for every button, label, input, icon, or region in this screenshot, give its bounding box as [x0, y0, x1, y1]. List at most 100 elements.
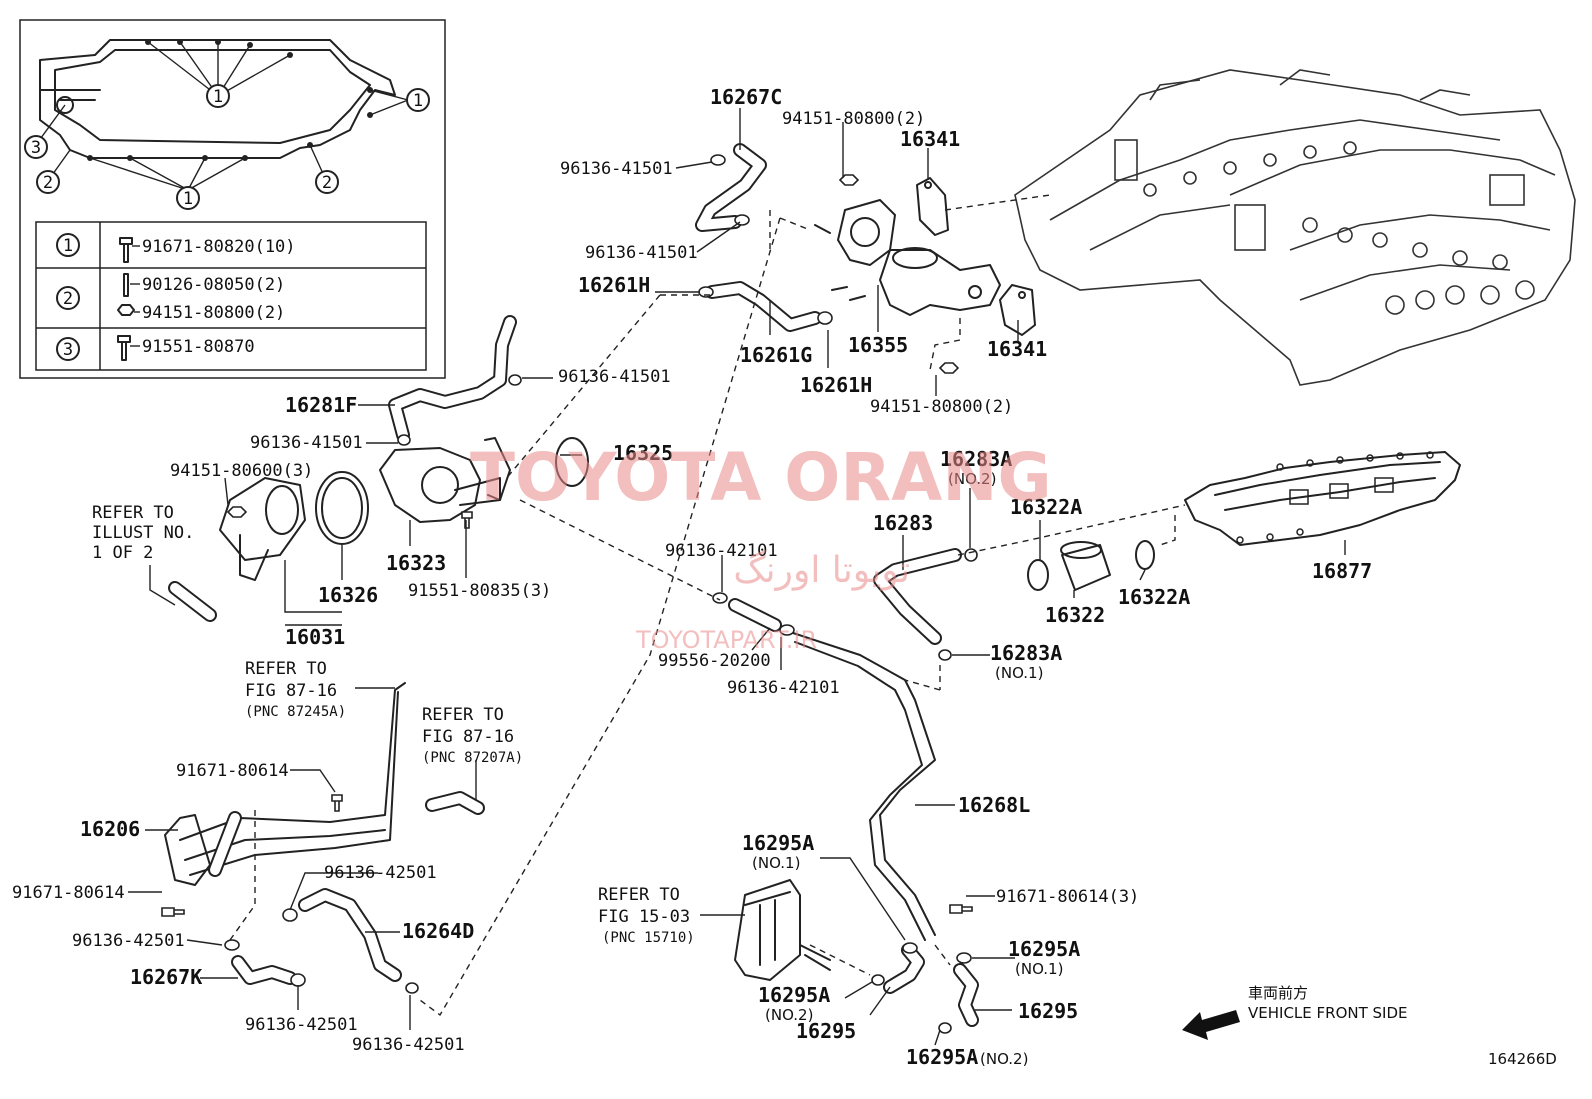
- watermark-brand: TOYOTA ORANG: [470, 439, 1052, 516]
- part-labels: 16267C 94151-80800(2) 16341 96136-41501 …: [12, 85, 1372, 1069]
- label-16877: 16877: [1312, 559, 1372, 583]
- label-96136-42501-d: 96136-42501: [352, 1035, 465, 1055]
- refer-fig-15-03-line1: REFER TO: [598, 885, 680, 905]
- label-16322A-b: 16322A: [1118, 585, 1190, 609]
- label-16261H-a: 16261H: [578, 273, 650, 297]
- label-16283A-no2-sub: (NO.2): [948, 470, 996, 488]
- gasket-16341-top: [916, 177, 949, 236]
- label-16295A-no2-bottom: 16295A: [906, 1045, 978, 1069]
- legend-part-91551-80870: 91551-80870: [142, 337, 255, 357]
- label-96136-42101-b: 96136-42101: [727, 678, 840, 698]
- label-96136-41501-d: 96136-41501: [250, 433, 363, 453]
- svg-text:2: 2: [322, 173, 332, 193]
- refer-fig-87-16-a-line1: REFER TO: [245, 659, 327, 679]
- label-99556-20200: 99556-20200: [658, 651, 771, 671]
- label-96136-41501-c: 96136-41501: [558, 367, 671, 387]
- oil-pan-16877-illustration: [1184, 451, 1461, 546]
- svg-text:3: 3: [63, 340, 73, 360]
- label-94151-80800-2-top: 94151-80800(2): [782, 109, 925, 129]
- label-16323: 16323: [386, 551, 446, 575]
- gasket-16341-right: [999, 284, 1036, 336]
- legend-table: 1 91671-80820(10) 2 90126-08050(2) 94151…: [35, 221, 427, 371]
- pipe-16322: [1060, 541, 1111, 591]
- water-outlet-16355: [814, 199, 1001, 316]
- label-16325: 16325: [613, 441, 673, 465]
- label-16268L: 16268L: [958, 793, 1030, 817]
- assembly-dashed-lines: [229, 194, 1186, 1017]
- label-16322A-a: 16322A: [1010, 495, 1082, 519]
- svg-text:1: 1: [213, 87, 223, 107]
- thermostat-housing-16323: [379, 437, 511, 523]
- inset-marker-1-right: 1: [406, 88, 430, 112]
- label-16267K: 16267K: [130, 965, 202, 989]
- label-16283A-no2: 16283A: [940, 447, 1012, 471]
- label-91671-80614-a: 91671-80614: [176, 761, 289, 781]
- svg-text:2: 2: [43, 173, 53, 193]
- refer-fig-87-16-b-line1: REFER TO: [422, 705, 504, 725]
- refer-fig-87-16-a-line2: FIG 87-16: [245, 681, 337, 701]
- svg-text:1: 1: [63, 236, 73, 256]
- oring-16322A-right: [1135, 540, 1155, 570]
- label-16261H-b: 16261H: [800, 373, 872, 397]
- hose-16295-right: [953, 963, 979, 1027]
- hose-99556-20200: [728, 598, 782, 632]
- hose-16283: [873, 548, 962, 645]
- label-16295A-no1-top-sub: (NO.1): [752, 854, 800, 872]
- label-16355: 16355: [848, 333, 908, 357]
- label-16341-top: 16341: [900, 127, 960, 151]
- label-96136-41501-a: 96136-41501: [560, 159, 673, 179]
- label-16281F: 16281F: [285, 393, 357, 417]
- legend-part-94151-80800: 94151-80800(2): [142, 303, 285, 323]
- label-96136-41501-b: 96136-41501: [585, 243, 698, 263]
- label-94151-80600-3: 94151-80600(3): [170, 461, 313, 481]
- inset-marker-1-bottom: 1: [176, 186, 200, 210]
- label-16261G: 16261G: [740, 343, 812, 367]
- watermark-arabic: تويوتا اورنگ: [733, 549, 910, 591]
- label-16283A-no1: 16283A: [990, 641, 1062, 665]
- label-96136-42501-b: 96136-42501: [72, 931, 185, 951]
- hose-16261G: [705, 281, 822, 332]
- hose-16264D: [298, 888, 402, 982]
- label-94151-80800-2-b: 94151-80800(2): [870, 397, 1013, 417]
- engine-block-illustration: [1014, 69, 1576, 386]
- label-16322: 16322: [1045, 603, 1105, 627]
- label-16206: 16206: [80, 817, 140, 841]
- label-91671-80614-3: 91671-80614(3): [996, 887, 1139, 907]
- label-16295-left: 16295: [796, 1019, 856, 1043]
- bolts-nuts: [161, 174, 973, 917]
- pipe-16268L: [789, 631, 936, 941]
- refer-fig-87-16-a-line3: (PNC 87245A): [245, 704, 346, 720]
- refer-illust-line1: REFER TO: [92, 503, 174, 523]
- hose-16267K: [231, 955, 297, 985]
- watermark-url: TOYOTAPART.IR: [635, 626, 817, 654]
- legend-row-1: 1 91671-80820(10): [56, 233, 296, 263]
- thermostat-16031: [219, 477, 306, 581]
- refer-fig-87-16-b-line2: FIG 87-16: [422, 727, 514, 747]
- label-16264D: 16264D: [402, 919, 474, 943]
- label-16295A-no2-bottom-sub: (NO.2): [980, 1050, 1028, 1068]
- oring-16322A-left: [1027, 559, 1049, 591]
- refer-illust-line3: 1 OF 2: [92, 543, 153, 563]
- refer-fig-87-16-b-line3: (PNC 87207A): [422, 750, 523, 766]
- label-16341-b: 16341: [987, 337, 1047, 361]
- label-16295-right: 16295: [1018, 999, 1078, 1023]
- label-16295A-no1-right-sub: (NO.1): [1015, 960, 1063, 978]
- oil-cooler-illustration: [734, 879, 831, 981]
- inset-marker-3: 3: [24, 135, 48, 159]
- hose-16295-left: [883, 943, 925, 994]
- refer-fig-15-03-line3: (PNC 15710): [602, 930, 695, 946]
- gasket-16325: [555, 437, 589, 487]
- legend-row-2: 2 90126-08050(2) 94151-80800(2): [56, 273, 285, 323]
- label-96136-42501-a: 96136-42501: [324, 863, 437, 883]
- label-16283A-no1-sub: (NO.1): [995, 664, 1043, 682]
- refer-hose-stub: [168, 581, 217, 622]
- label-91671-80614-b: 91671-80614: [12, 883, 125, 903]
- refer-fig-15-03-line2: FIG 15-03: [598, 907, 690, 927]
- inset-marker-2-right: 2: [315, 170, 339, 194]
- label-16326: 16326: [318, 583, 378, 607]
- figure-code: 164266D: [1488, 1050, 1557, 1068]
- label-96136-42501-c: 96136-42501: [245, 1015, 358, 1035]
- leader-lines: [128, 108, 1346, 1046]
- svg-text:1: 1: [413, 91, 423, 111]
